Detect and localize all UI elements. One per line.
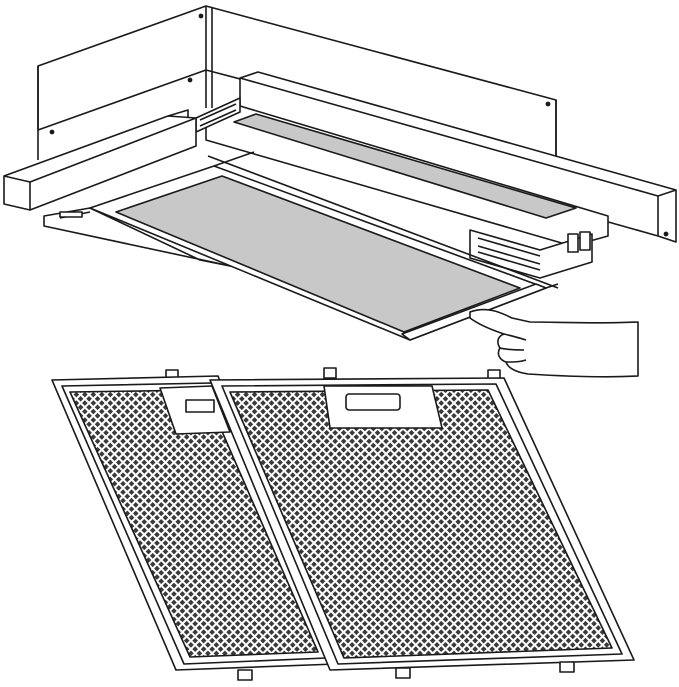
- left-filter-cassette: [51, 369, 337, 681]
- hand-icon: [469, 308, 639, 378]
- right-filter-cassette: [209, 367, 635, 679]
- range-hood-icon: [3, 5, 677, 378]
- grease-filter-icon: [51, 367, 635, 681]
- pull-out-visor: [3, 115, 241, 269]
